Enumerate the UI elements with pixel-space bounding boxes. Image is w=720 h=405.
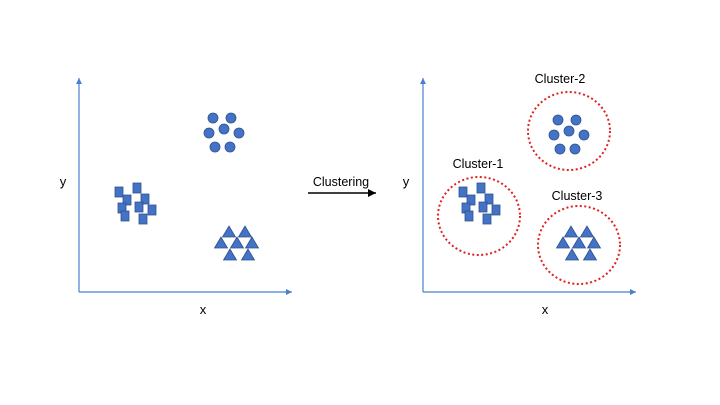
left-triangle-point-5 bbox=[244, 236, 260, 249]
right-triangle-point-5 bbox=[586, 236, 602, 249]
left-square-point-2 bbox=[114, 186, 124, 198]
left-triangle-point-1 bbox=[221, 225, 237, 238]
right-circle-point-6 bbox=[554, 143, 566, 155]
right-square-point-1 bbox=[476, 182, 486, 194]
left-circle-point-5 bbox=[233, 127, 245, 139]
right-square-point-9 bbox=[482, 213, 492, 225]
left-plot: y x bbox=[60, 78, 292, 317]
right-triangle-point-7 bbox=[582, 248, 598, 261]
cluster-3-ring bbox=[537, 205, 621, 285]
right-triangle-point-4 bbox=[571, 236, 587, 249]
right-y-axis-label: y bbox=[403, 174, 410, 189]
left-square-point-3 bbox=[122, 194, 132, 206]
left-circle-point-4 bbox=[218, 123, 230, 135]
right-triangle-point-1 bbox=[563, 225, 579, 238]
left-circle-point-6 bbox=[209, 141, 221, 153]
clustering-transition: Clustering bbox=[308, 175, 376, 197]
right-square-point-2 bbox=[458, 186, 468, 198]
right-circle-point-5 bbox=[578, 129, 590, 141]
left-y-axis-label: y bbox=[60, 174, 67, 189]
left-square-point-9 bbox=[138, 213, 148, 225]
left-square-point-6 bbox=[134, 201, 144, 213]
right-x-axis-label: x bbox=[542, 302, 549, 317]
left-square-point-1 bbox=[132, 182, 142, 194]
right-plot: y x Cluster-1 Cluster-2 Cluster-3 bbox=[403, 72, 636, 317]
left-circle-point-3 bbox=[203, 127, 215, 139]
right-triangle-point-3 bbox=[555, 236, 571, 249]
right-square-point-4 bbox=[484, 193, 494, 205]
right-circle-point-2 bbox=[570, 114, 582, 126]
cluster-1-label: Cluster-1 bbox=[453, 157, 504, 171]
right-square-point-3 bbox=[466, 194, 476, 206]
right-square-point-7 bbox=[491, 204, 501, 216]
left-square-point-4 bbox=[140, 193, 150, 205]
right-circle-point-3 bbox=[548, 129, 560, 141]
cluster-2-label: Cluster-2 bbox=[535, 72, 586, 86]
left-triangle-point-3 bbox=[213, 236, 229, 249]
right-triangle-point-6 bbox=[564, 248, 580, 261]
clustering-arrow-label: Clustering bbox=[313, 175, 369, 189]
left-triangle-point-6 bbox=[222, 248, 238, 261]
right-square-point-8 bbox=[464, 210, 474, 222]
cluster-1-ring bbox=[437, 176, 521, 256]
left-square-point-7 bbox=[147, 204, 157, 216]
right-circle-point-7 bbox=[569, 143, 581, 155]
left-circle-point-7 bbox=[224, 141, 236, 153]
left-triangle-point-2 bbox=[237, 225, 253, 238]
right-circle-point-1 bbox=[552, 114, 564, 126]
cluster-2-ring bbox=[527, 91, 611, 171]
left-triangle-point-4 bbox=[229, 236, 245, 249]
left-circle-point-1 bbox=[207, 112, 219, 124]
right-circle-point-4 bbox=[563, 125, 575, 137]
right-triangle-point-2 bbox=[579, 225, 595, 238]
left-triangle-point-7 bbox=[240, 248, 256, 261]
left-circle-point-2 bbox=[225, 112, 237, 124]
left-square-point-8 bbox=[120, 210, 130, 222]
right-points bbox=[458, 114, 602, 261]
left-points bbox=[114, 112, 260, 261]
left-x-axis-label: x bbox=[200, 302, 207, 317]
cluster-3-label: Cluster-3 bbox=[552, 189, 603, 203]
right-square-point-6 bbox=[478, 201, 488, 213]
